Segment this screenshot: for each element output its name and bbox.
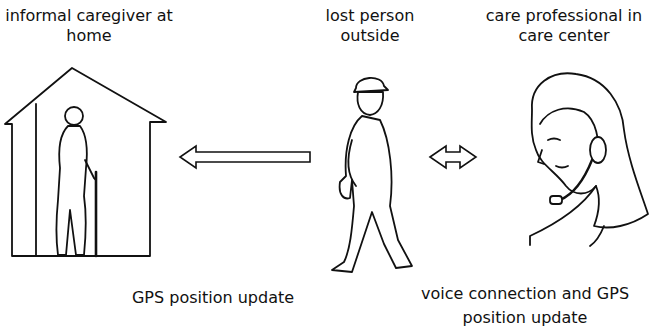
caregiver-figure bbox=[57, 107, 97, 256]
figure-heading: informal caregiver at home bbox=[0, 6, 178, 46]
figure-node: lost person outside bbox=[312, 6, 428, 274]
care-professional-figure bbox=[530, 73, 648, 246]
house-wall-edge bbox=[35, 104, 37, 256]
house-outline bbox=[5, 68, 166, 256]
figure-heading: lost person outside bbox=[312, 6, 428, 46]
arrow-label: GPS position update bbox=[110, 286, 316, 310]
figure-node: informal caregiver at home bbox=[0, 6, 178, 258]
hollow-arrow bbox=[180, 146, 310, 168]
figure-node: care professional in care center bbox=[478, 6, 650, 246]
hollow-arrow bbox=[430, 146, 476, 168]
arrow-label: voice connection and GPS position update bbox=[407, 282, 643, 330]
lost-person-figure bbox=[332, 78, 412, 272]
figure-heading: care professional in care center bbox=[478, 6, 650, 46]
